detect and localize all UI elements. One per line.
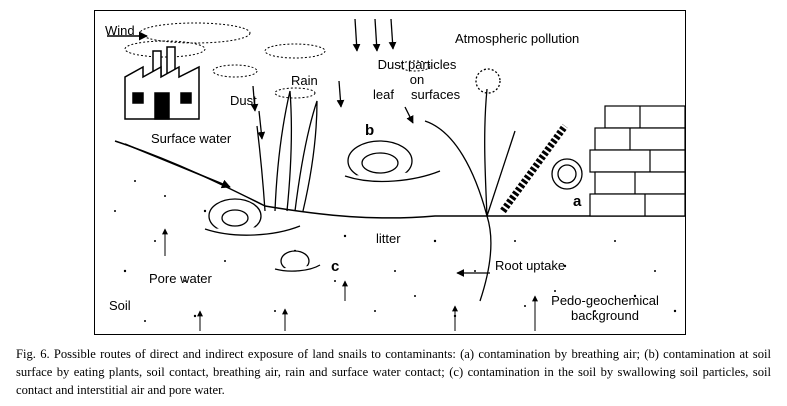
factory-illustration [124, 46, 200, 120]
label-dust: Dust [230, 93, 257, 108]
label-pedo-geochemical-background: Pedo-geochemical background [540, 293, 670, 323]
label-surface-water: Surface water [151, 131, 232, 146]
diagram-illustration [107, 18, 685, 331]
deposition-arrows [250, 18, 414, 140]
pollution-clouds [124, 22, 431, 99]
label-atmospheric-pollution: Atmospheric pollution [455, 31, 580, 46]
label-pedo-line2: background [571, 308, 639, 323]
label-pedo-line1: Pedo-geochemical [551, 293, 659, 308]
label-leaf: leaf [373, 87, 394, 102]
label-soil: Soil [109, 298, 131, 313]
label-dust-on: on [409, 72, 425, 87]
label-b: b [365, 122, 375, 139]
soil-upward-arrows [162, 228, 538, 331]
label-dust-particles-on-leaf-surfaces: Dust particles on [347, 57, 487, 87]
branch [500, 123, 568, 214]
grass-plants [256, 90, 318, 212]
label-dust-particles: Dust particles [377, 57, 457, 72]
label-wind: Wind [105, 23, 135, 38]
snail-surface [204, 198, 301, 236]
label-surfaces: surfaces [411, 87, 461, 102]
snail-b [344, 140, 441, 183]
label-c: c [331, 258, 340, 275]
surface-water-arrow [124, 143, 231, 189]
snail-c [274, 250, 321, 272]
figure-caption: Fig. 6. Possible routes of direct and in… [16, 347, 771, 397]
dandelion-plant [424, 68, 516, 302]
exposure-diagram: Wind Atmospheric pollution Dust particle… [94, 10, 686, 335]
label-litter: litter [376, 231, 401, 246]
label-root-uptake: Root uptake [495, 258, 566, 273]
stone-wall [589, 105, 685, 217]
label-pore-water: Pore water [149, 271, 212, 286]
snail-a [551, 158, 583, 190]
label-a: a [573, 193, 582, 210]
label-rain: Rain [291, 73, 318, 88]
